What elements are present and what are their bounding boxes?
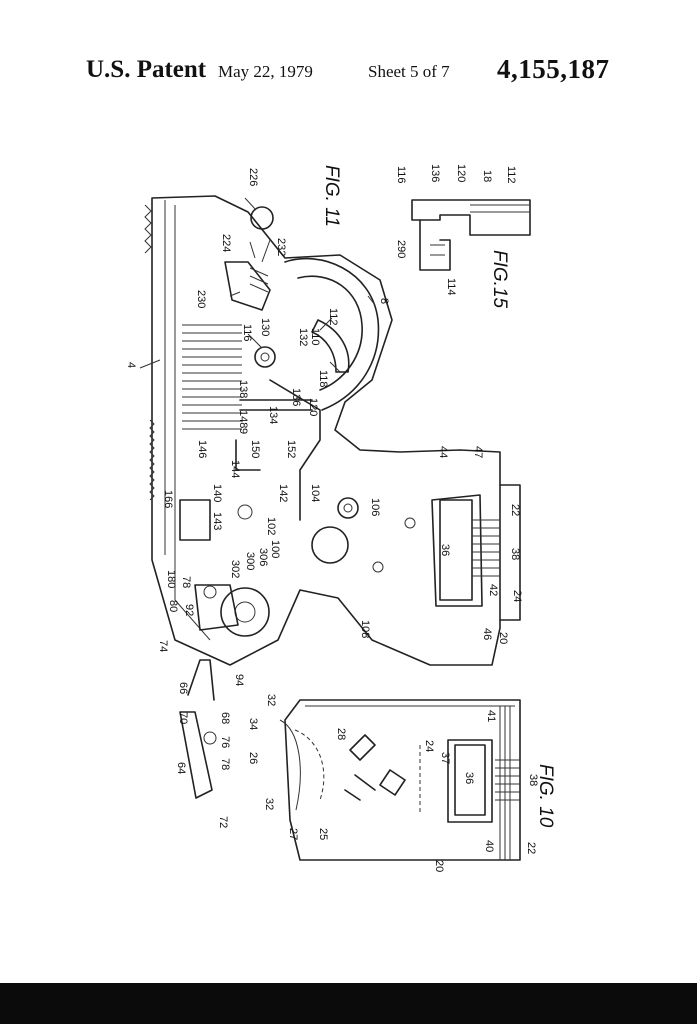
label-116: 116 [395, 166, 407, 184]
label-80: 80 [167, 600, 179, 612]
label-26: 26 [247, 752, 259, 764]
label-106: 106 [369, 498, 381, 516]
label-144: 144 [229, 460, 241, 478]
label-66: 66 [177, 682, 189, 694]
fig10-labels: 66 70 68 64 76 78 72 32 34 26 28 24 41 3… [175, 682, 556, 872]
label-47: 47 [472, 446, 484, 458]
label-114: 114 [445, 278, 457, 296]
label-302: 302 [229, 560, 241, 578]
label-41: 41 [485, 710, 497, 722]
fig11-labels: 226 224 232 230 8 4 116 130 112 132 110 … [125, 165, 523, 686]
label-70: 70 [177, 712, 189, 724]
label-38: 38 [509, 548, 521, 560]
label-143: 143 [211, 512, 223, 530]
scan-bottom-border [0, 983, 697, 1024]
label-150: 150 [249, 440, 261, 458]
label-8: 8 [378, 298, 390, 304]
label-42: 42 [487, 584, 499, 596]
fig11-drawing [139, 195, 521, 666]
label-24: 24 [511, 590, 523, 602]
label-24: 24 [423, 740, 435, 752]
label-38: 38 [527, 774, 539, 786]
label-132: 132 [297, 328, 309, 346]
patent-number: 4,155,187 [497, 54, 610, 84]
label-34: 34 [247, 718, 259, 730]
label-64: 64 [175, 762, 187, 774]
label-25: 25 [317, 828, 329, 840]
label-4: 4 [125, 362, 137, 368]
label-120: 120 [307, 398, 319, 416]
label-166: 166 [162, 490, 174, 508]
label-20: 20 [497, 632, 509, 644]
fig15-caption: FIG.15 [489, 250, 510, 309]
label-46: 46 [481, 628, 493, 640]
label-102: 102 [265, 517, 277, 535]
label-72: 72 [217, 816, 229, 828]
label-20: 20 [433, 860, 445, 872]
sheet-indicator: Sheet 5 of 7 [368, 62, 450, 81]
patent-title: U.S. Patent [86, 56, 207, 83]
label-300: 300 [244, 552, 256, 570]
label-306: 306 [257, 548, 269, 566]
label-28: 28 [335, 728, 347, 740]
label-136: 136 [429, 164, 441, 182]
label-116: 116 [241, 324, 253, 342]
label-180: 180 [165, 570, 177, 588]
label-118: 118 [317, 370, 329, 388]
label-290: 290 [395, 240, 407, 258]
label-40: 40 [483, 840, 495, 852]
patent-date: May 22, 1979 [218, 62, 313, 81]
label-112: 112 [505, 166, 517, 184]
label-36: 36 [439, 544, 451, 556]
label-142: 142 [277, 484, 289, 502]
label-148: 148 [237, 410, 249, 428]
label-226: 226 [247, 168, 259, 186]
label-74: 74 [157, 640, 169, 652]
label-78: 78 [180, 576, 192, 588]
label-110: 110 [309, 328, 321, 346]
label-32b: 32 [263, 798, 275, 810]
label-92: 92 [183, 604, 195, 616]
label-68: 68 [219, 712, 231, 724]
label-37: 37 [439, 752, 451, 764]
label-138: 138 [237, 380, 249, 398]
label-100: 100 [269, 540, 281, 558]
label-136: 136 [290, 388, 302, 406]
label-104: 104 [309, 484, 321, 502]
label-152: 152 [285, 440, 297, 458]
fig10-caption: FIG. 10 [535, 764, 556, 828]
label-78: 78 [219, 758, 231, 770]
fig11-caption: FIG. 11 [321, 165, 342, 227]
label-224: 224 [220, 234, 232, 252]
fig15-drawing: 116 136 120 18 112 290 114 FIG.15 [395, 164, 531, 309]
label-22: 22 [509, 504, 521, 516]
label-230: 230 [195, 290, 207, 308]
label-36: 36 [463, 772, 475, 784]
label-108: 108 [359, 620, 371, 638]
label-112: 112 [327, 308, 339, 326]
label-44: 44 [437, 446, 449, 458]
label-22: 22 [525, 842, 537, 854]
label-18: 18 [481, 170, 493, 182]
label-32: 32 [265, 694, 277, 706]
label-130: 130 [259, 318, 271, 336]
label-9: 9 [237, 428, 249, 434]
label-76: 76 [219, 736, 231, 748]
label-140: 140 [211, 484, 223, 502]
label-120: 120 [455, 164, 467, 182]
fig10-drawing [179, 659, 521, 861]
patent-header: U.S. Patent May 22, 1979 Sheet 5 of 7 4,… [0, 52, 697, 92]
label-146: 146 [196, 440, 208, 458]
label-134: 134 [267, 406, 279, 424]
label-27: 27 [287, 828, 299, 840]
label-232: 232 [275, 238, 287, 256]
label-94: 94 [233, 674, 245, 686]
